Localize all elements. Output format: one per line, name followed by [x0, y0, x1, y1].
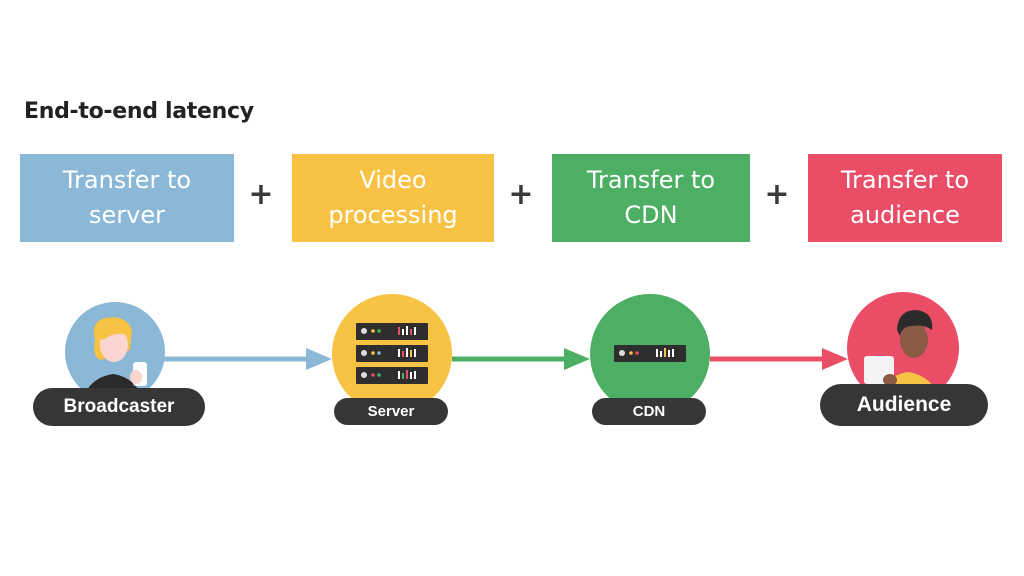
- stage-label-line2: processing: [328, 201, 458, 229]
- arrow-broadcaster-to-server: [162, 348, 332, 370]
- server-rack-unit: [356, 323, 428, 340]
- arrow-cdn-to-audience: [710, 348, 848, 370]
- cdn-label: CDN: [592, 398, 706, 425]
- stage-transfer-to-audience: Transfer to audience: [808, 154, 1002, 242]
- stage-label-line2: CDN: [624, 201, 678, 229]
- stage-video-processing: Video processing: [292, 154, 494, 242]
- broadcaster-label: Broadcaster: [33, 388, 205, 426]
- audience-label: Audience: [820, 384, 988, 426]
- diagram-title: End-to-end latency: [24, 99, 254, 124]
- stage-transfer-to-cdn: Transfer to CDN: [552, 154, 750, 242]
- stage-label-line2: server: [89, 201, 165, 229]
- arrow-server-to-cdn: [452, 348, 590, 370]
- stage-label-line2: audience: [850, 201, 960, 229]
- server-node: [332, 294, 452, 414]
- cdn-node: [590, 294, 710, 414]
- plus-operator: +: [508, 177, 534, 212]
- server-label: Server: [334, 398, 448, 425]
- plus-operator: +: [764, 177, 790, 212]
- stage-label-line1: Transfer to: [586, 166, 716, 194]
- audience-avatar: [847, 292, 959, 404]
- server-rack-unit: [356, 367, 428, 384]
- stage-label-line1: Transfer to: [840, 166, 970, 194]
- cdn-rack-unit: [614, 345, 686, 362]
- plus-operator: +: [248, 177, 274, 212]
- stage-label-line1: Video: [359, 166, 427, 194]
- stage-transfer-to-server: Transfer to server: [20, 154, 234, 242]
- server-rack-unit: [356, 345, 428, 362]
- stage-label-line1: Transfer to: [62, 166, 192, 194]
